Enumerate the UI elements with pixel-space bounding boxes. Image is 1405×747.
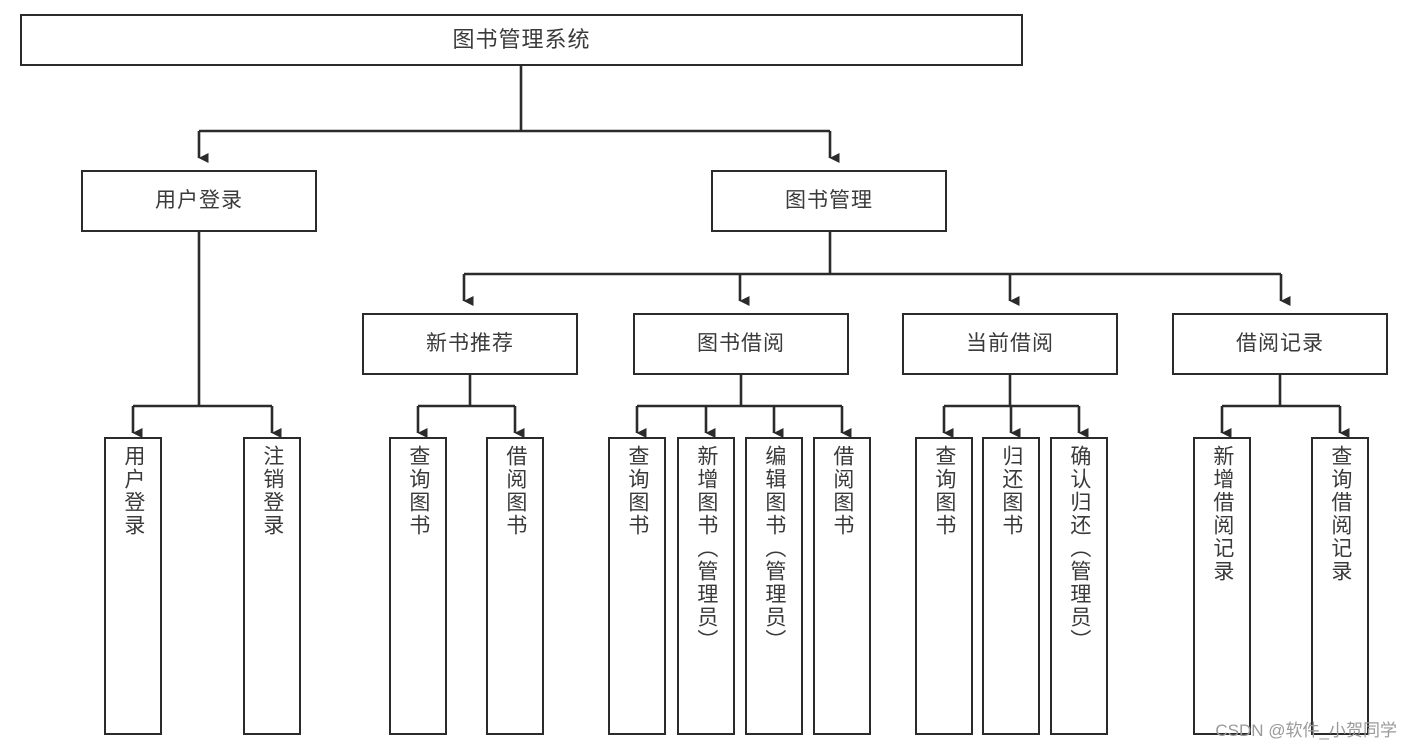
node-label: 确认归还（管理员） <box>1067 445 1091 652</box>
node-leaf-edit-book[interactable]: 编辑图书（管理员） <box>745 437 803 735</box>
node-label: 查询图书 <box>932 445 956 537</box>
node-leaf-borrow-book-1[interactable]: 借阅图书 <box>486 437 544 735</box>
node-label: 用户登录 <box>155 188 243 212</box>
node-label: 注销登录 <box>260 445 284 537</box>
node-leaf-query-record[interactable]: 查询借阅记录 <box>1311 437 1369 735</box>
node-root-book-management-system[interactable]: 图书管理系统 <box>20 14 1023 66</box>
node-leaf-add-record[interactable]: 新增借阅记录 <box>1193 437 1251 735</box>
node-label: 用户登录 <box>121 445 145 537</box>
node-label: 新增借阅记录 <box>1210 445 1234 583</box>
node-leaf-query-book-2[interactable]: 查询图书 <box>608 437 666 735</box>
node-label: 借阅记录 <box>1236 331 1324 355</box>
node-leaf-add-book[interactable]: 新增图书（管理员） <box>677 437 735 735</box>
node-leaf-query-book-3[interactable]: 查询图书 <box>915 437 973 735</box>
node-leaf-confirm-return[interactable]: 确认归还（管理员） <box>1050 437 1108 735</box>
node-book-borrow[interactable]: 图书借阅 <box>633 313 849 375</box>
watermark: CSDN @软件_小贺同学 <box>1215 721 1397 740</box>
node-label: 查询图书 <box>625 445 649 537</box>
node-leaf-return-book[interactable]: 归还图书 <box>982 437 1040 735</box>
node-leaf-user-login[interactable]: 用户登录 <box>104 437 162 735</box>
node-new-book-recommend[interactable]: 新书推荐 <box>362 313 578 375</box>
node-label: 归还图书 <box>999 445 1023 537</box>
node-label: 查询借阅记录 <box>1328 445 1352 583</box>
node-label: 图书借阅 <box>697 331 785 355</box>
node-current-borrow[interactable]: 当前借阅 <box>902 313 1118 375</box>
node-leaf-query-book-1[interactable]: 查询图书 <box>389 437 447 735</box>
node-label: 借阅图书 <box>830 445 854 537</box>
node-label: 图书管理系统 <box>452 27 591 53</box>
node-leaf-logout-login[interactable]: 注销登录 <box>243 437 301 735</box>
node-leaf-borrow-book-2[interactable]: 借阅图书 <box>813 437 871 735</box>
node-label: 编辑图书（管理员） <box>762 445 786 652</box>
node-label: 新增图书（管理员） <box>694 445 718 652</box>
node-user-login[interactable]: 用户登录 <box>81 170 317 232</box>
node-label: 图书管理 <box>785 188 873 212</box>
node-label: 新书推荐 <box>426 331 514 355</box>
node-label: 借阅图书 <box>503 445 527 537</box>
node-label: 查询图书 <box>406 445 430 537</box>
node-book-manage[interactable]: 图书管理 <box>711 170 947 232</box>
node-borrow-record[interactable]: 借阅记录 <box>1172 313 1388 375</box>
node-label: 当前借阅 <box>966 331 1054 355</box>
